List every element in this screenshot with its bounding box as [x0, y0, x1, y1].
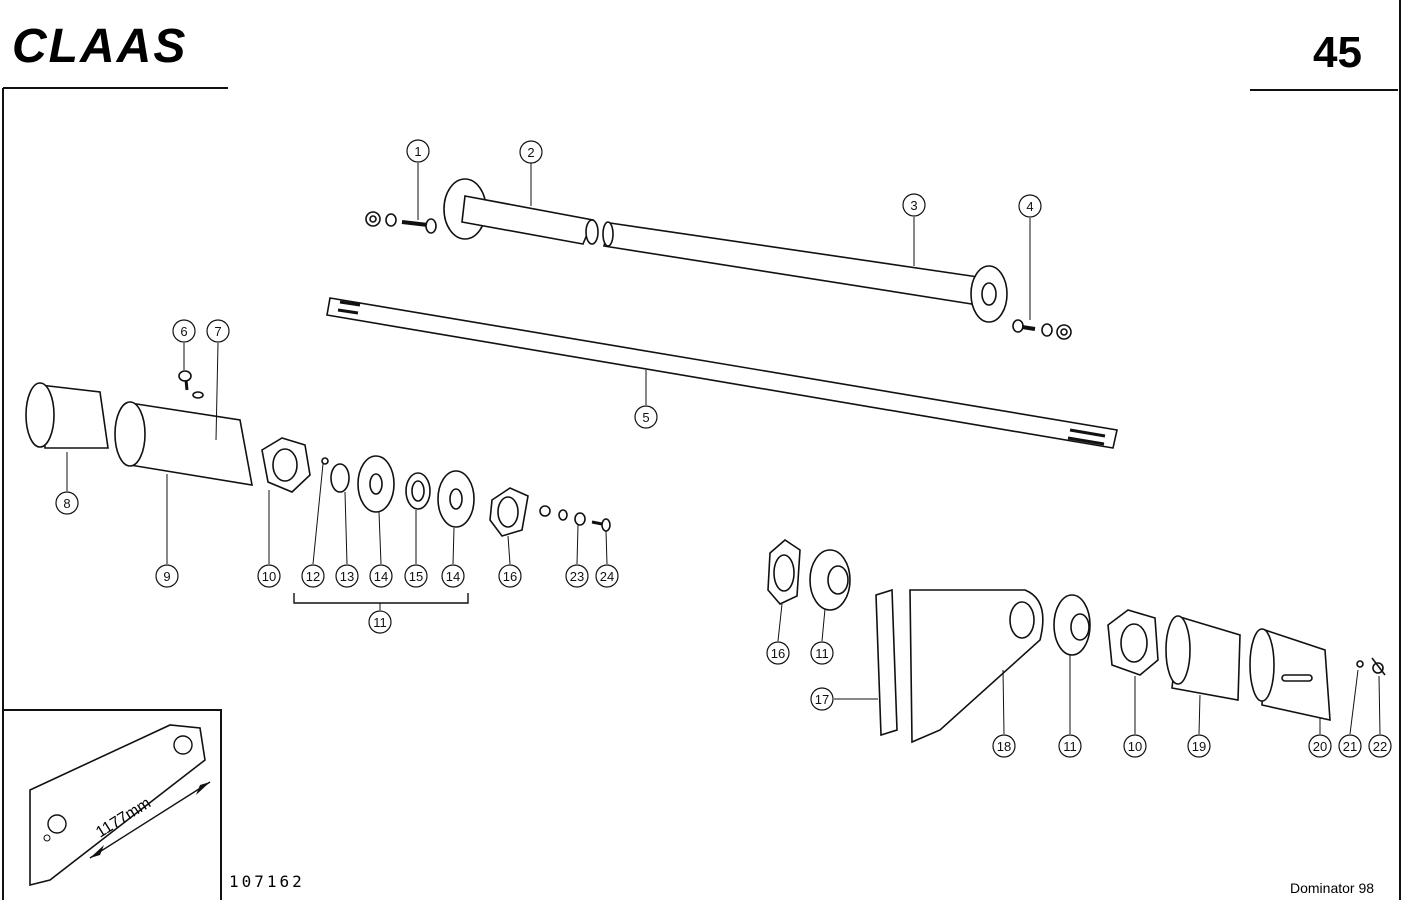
callout-16: 16 [498, 564, 522, 588]
svg-text:17: 17 [815, 692, 829, 707]
locking-collar [330, 463, 350, 493]
callout-13: 13 [335, 564, 359, 588]
tube-section-right [603, 222, 986, 306]
leader-lines [66, 163, 1381, 735]
svg-text:21: 21 [1343, 739, 1357, 754]
screw [178, 370, 192, 391]
svg-text:6: 6 [180, 324, 187, 339]
tube-shaft-assembly [365, 178, 1072, 340]
tube-left-end [585, 219, 599, 245]
right-nut [1056, 324, 1072, 340]
svg-text:20: 20 [1313, 739, 1327, 754]
callout-15: 15 [404, 564, 428, 588]
tube-section-left [461, 195, 595, 245]
left-bolt [401, 218, 437, 234]
splined-shaft [326, 297, 1118, 449]
callout-17: 17 [810, 687, 834, 711]
svg-text:12: 12 [306, 569, 320, 584]
svg-text:22: 22 [1373, 739, 1387, 754]
model-name: Dominator 98 [1290, 880, 1374, 896]
side-plate [909, 589, 1044, 744]
left-roller-assembly [25, 370, 611, 537]
claas-logo: CLAAS [12, 20, 187, 73]
bolt-24 [591, 518, 611, 532]
callout-18: 18 [992, 734, 1016, 758]
svg-text:14: 14 [374, 569, 388, 584]
grease-nipple [321, 457, 329, 465]
svg-text:15: 15 [409, 569, 423, 584]
callout-21: 21 [1338, 734, 1362, 758]
callout-5: 5 [634, 405, 658, 429]
svg-text:11: 11 [373, 615, 387, 630]
svg-text:4: 4 [1026, 199, 1033, 214]
callout-group: 1 2 3 4 5 6 7 8 9 10 12 13 14 15 14 16 2… [55, 139, 1392, 758]
svg-text:10: 10 [262, 569, 276, 584]
callout-12: 12 [301, 564, 325, 588]
callout-10b: 10 [1123, 734, 1147, 758]
callout-24: 24 [595, 564, 619, 588]
svg-text:5: 5 [642, 410, 649, 425]
callout-8: 8 [55, 491, 79, 515]
svg-text:7: 7 [214, 324, 221, 339]
callout-11b: 11 [810, 641, 834, 665]
svg-text:10: 10 [1128, 739, 1142, 754]
callout-22: 22 [1368, 734, 1392, 758]
hole-left [47, 814, 67, 834]
wing-nut [1371, 657, 1386, 676]
callout-3: 3 [902, 193, 926, 217]
callout-14b: 14 [441, 564, 465, 588]
nut [539, 505, 551, 517]
washer [192, 391, 204, 399]
callout-11c: 11 [1058, 734, 1082, 758]
washer-23 [574, 512, 586, 526]
drum [129, 402, 253, 486]
callout-14: 14 [369, 564, 393, 588]
svg-text:3: 3 [910, 198, 917, 213]
callout-6: 6 [172, 319, 196, 343]
callout-19: 19 [1187, 734, 1211, 758]
callout-11: 11 [368, 610, 392, 634]
hole-right [173, 735, 193, 755]
plate-outline [29, 724, 206, 887]
washer-21 [1356, 660, 1364, 668]
callout-1: 1 [406, 139, 430, 163]
callout-23: 23 [565, 564, 589, 588]
callout-4: 4 [1018, 194, 1042, 218]
svg-text:9: 9 [163, 569, 170, 584]
svg-text:18: 18 [997, 739, 1011, 754]
svg-text:11: 11 [815, 646, 829, 661]
svg-text:24: 24 [600, 569, 614, 584]
svg-text:14: 14 [446, 569, 460, 584]
svg-text:23: 23 [570, 569, 584, 584]
svg-text:19: 19 [1192, 739, 1206, 754]
callout-9: 9 [155, 564, 179, 588]
callout-7: 7 [206, 319, 230, 343]
drawing-number: 107162 [229, 872, 305, 891]
svg-text:11: 11 [1063, 739, 1077, 754]
left-nut [365, 211, 381, 227]
group-bracket [293, 593, 469, 604]
svg-text:2: 2 [527, 145, 534, 160]
svg-text:8: 8 [63, 496, 70, 511]
svg-text:16: 16 [771, 646, 785, 661]
left-washer [385, 213, 397, 227]
callout-2: 2 [519, 140, 543, 164]
svg-text:16: 16 [503, 569, 517, 584]
mounting-strip [875, 588, 898, 737]
callout-20: 20 [1308, 734, 1332, 758]
right-roller-assembly [767, 538, 1386, 744]
right-washer [1041, 323, 1053, 337]
page-number: 45 [1313, 28, 1362, 77]
svg-text:1: 1 [414, 144, 421, 159]
dimension-inset: 1177mm [3, 709, 222, 900]
dimension-line [89, 781, 211, 859]
callout-16b: 16 [766, 641, 790, 665]
right-bolt [1012, 319, 1036, 333]
svg-text:13: 13 [340, 569, 354, 584]
callout-10: 10 [257, 564, 281, 588]
